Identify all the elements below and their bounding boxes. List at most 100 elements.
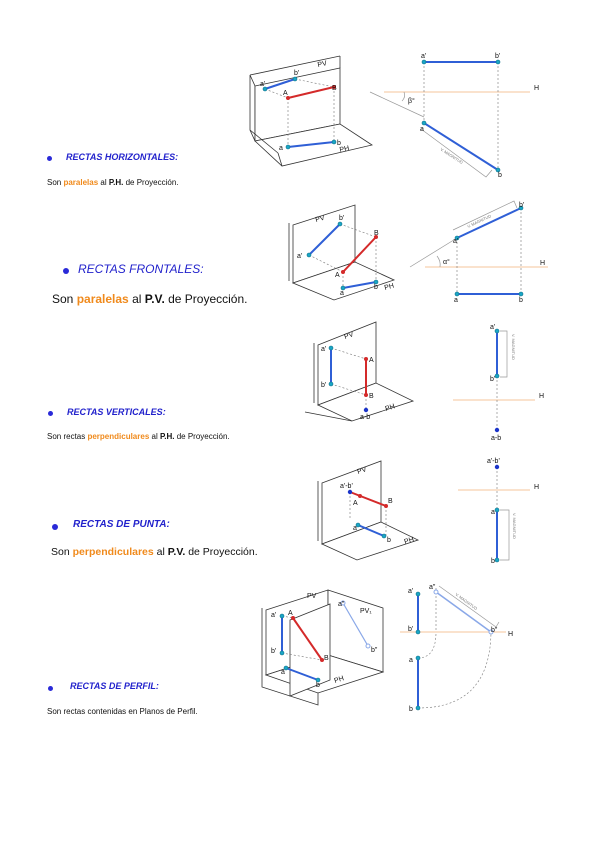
label-pv1: PV₁ bbox=[360, 608, 372, 615]
plane-ph bbox=[320, 521, 420, 561]
line-AB bbox=[349, 491, 387, 507]
diagram-horizontal-2d: a' b' H β° a b V. MAGNITUD bbox=[369, 53, 539, 179]
point-A bbox=[291, 616, 295, 620]
point-b bbox=[373, 279, 379, 285]
point-b2 bbox=[365, 643, 371, 649]
diagram-frontal-3d: PV PH a' b' A B a b bbox=[288, 204, 396, 301]
angle-line bbox=[369, 91, 425, 118]
point-a bbox=[285, 144, 291, 150]
label-ph: PH bbox=[333, 675, 344, 685]
plane-ph bbox=[291, 261, 396, 301]
label-a1: a' bbox=[408, 588, 413, 595]
point-b1 bbox=[279, 650, 285, 656]
point-B bbox=[374, 235, 378, 239]
point-b1 bbox=[292, 76, 298, 82]
line-ab bbox=[285, 667, 319, 681]
fold-arc bbox=[417, 631, 492, 709]
label-A: A bbox=[335, 272, 340, 279]
angle-arc bbox=[401, 91, 406, 102]
magnitude-bracket bbox=[420, 128, 493, 178]
label-b1: b' bbox=[408, 626, 413, 633]
point-b1 bbox=[328, 381, 334, 387]
desc-highlight: perpendiculares bbox=[87, 432, 150, 441]
label-h: H bbox=[540, 260, 545, 267]
bullet-icon bbox=[48, 411, 53, 416]
desc-pre: Son bbox=[51, 546, 73, 558]
point-a1b1 bbox=[347, 489, 353, 495]
bullet-icon bbox=[48, 686, 53, 691]
section-desc-perfil: Son rectas contenidas en Planos de Perfi… bbox=[47, 707, 198, 716]
label-pv: PV bbox=[317, 60, 328, 69]
label-b1: b' bbox=[321, 382, 326, 389]
label-b2: b" bbox=[371, 647, 378, 654]
magnitude-bracket bbox=[500, 330, 508, 378]
diagram-frontal-2d: a' b' H α° a b V. MAGNITUD bbox=[409, 200, 548, 304]
label-b: b bbox=[498, 172, 502, 179]
point-b2 bbox=[488, 629, 494, 635]
label-h: H bbox=[534, 484, 539, 491]
label-a1: a' bbox=[260, 81, 265, 88]
label-pv: PV bbox=[356, 466, 367, 476]
section-desc-punta: Son perpendiculares al P.V. de Proyecció… bbox=[51, 546, 258, 558]
line-ab bbox=[423, 122, 499, 171]
diagram-horizontal-3d: PV PH a' b' A B a b bbox=[249, 55, 373, 167]
label-A: A bbox=[283, 90, 288, 97]
label-a: a bbox=[409, 657, 413, 664]
desc-mid: al bbox=[128, 292, 145, 306]
section-title-horizontales: RECTAS HORIZONTALES: bbox=[66, 152, 179, 162]
title-text: RECTAS HORIZONTALES bbox=[66, 152, 176, 162]
label-b2: b" bbox=[491, 627, 498, 634]
bullet-icon bbox=[63, 268, 69, 274]
line-AB bbox=[342, 236, 377, 273]
line-a1b1 bbox=[308, 223, 341, 256]
label-magnitude: V. MAGNITUD bbox=[439, 147, 464, 165]
point-b bbox=[381, 533, 387, 539]
label-a1: a' bbox=[453, 238, 458, 245]
ph-edge bbox=[249, 129, 279, 154]
desc-plane: P.H. bbox=[159, 432, 175, 441]
point-a bbox=[415, 655, 421, 661]
label-a2: a" bbox=[338, 601, 345, 608]
angle-arc bbox=[436, 255, 441, 268]
label-beta: β° bbox=[408, 97, 415, 105]
label-a2: a" bbox=[429, 584, 436, 591]
magnitude-bracket bbox=[500, 509, 510, 561]
label-a: a bbox=[340, 290, 344, 297]
point-B bbox=[332, 85, 336, 89]
point-a1 bbox=[279, 613, 285, 619]
point-a1 bbox=[421, 59, 427, 65]
label-a: a bbox=[281, 669, 285, 676]
bullet-icon bbox=[52, 524, 58, 530]
angle-line bbox=[409, 237, 458, 268]
section-desc-verticales: Son rectas perpendiculares al P.H. de Pr… bbox=[47, 432, 230, 441]
label-pv: PV bbox=[343, 331, 354, 341]
desc-highlight: perpendiculares bbox=[72, 546, 154, 558]
magnitude-bracket bbox=[438, 585, 500, 628]
point-b1 bbox=[494, 373, 500, 379]
proj-line bbox=[281, 652, 323, 661]
point-a1 bbox=[262, 86, 268, 92]
label-b: b bbox=[409, 706, 413, 713]
label-b: b bbox=[491, 558, 495, 565]
point-a bbox=[355, 522, 361, 528]
point-b1 bbox=[495, 59, 501, 65]
label-a: a bbox=[491, 509, 495, 516]
diagram-vertical-3d: PV PH a' b' A B a-b bbox=[304, 321, 415, 422]
desc-post: de Proyección. bbox=[174, 432, 230, 441]
label-pv: PV bbox=[307, 593, 317, 600]
label-h: H bbox=[539, 393, 544, 400]
section-title-verticales: RECTAS VERTICALES: bbox=[67, 407, 166, 417]
section-desc-horizontales: Son paralelas al P.H. de Proyección. bbox=[47, 178, 179, 187]
desc-post: de Proyección. bbox=[123, 178, 179, 187]
label-a1: a' bbox=[490, 324, 495, 331]
magnitude-bracket bbox=[452, 200, 518, 231]
label-A: A bbox=[353, 500, 358, 507]
point-A bbox=[358, 494, 362, 498]
point-b bbox=[315, 677, 321, 683]
diagram-perfil-2d: a' b' a" b" H a b V. MAGNITUD bbox=[400, 584, 513, 713]
label-A: A bbox=[288, 610, 293, 617]
label-a1: a' bbox=[271, 612, 276, 619]
label-b: b bbox=[519, 297, 523, 304]
line-AB bbox=[292, 617, 323, 661]
